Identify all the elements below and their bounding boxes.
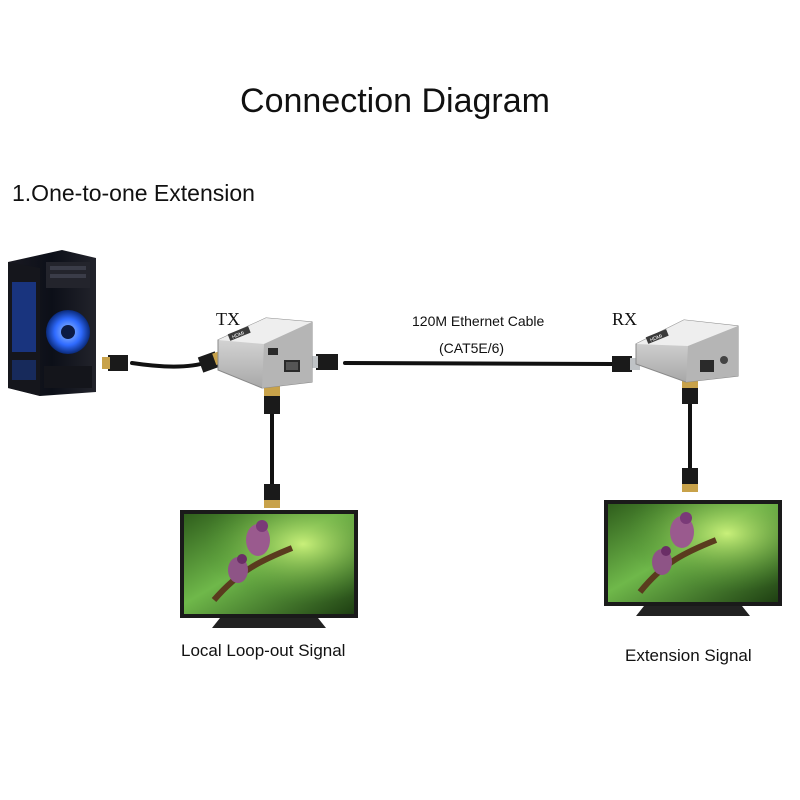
rx-label: RX (612, 309, 638, 329)
tx-extender: HDMI (217, 317, 313, 389)
rx-extender: HDMI (635, 319, 739, 383)
hdmi-cable-pc-to-tx (130, 360, 210, 369)
cable-label: 120M Ethernet Cable (412, 313, 545, 329)
pc-tower (8, 250, 96, 396)
extension-signal-caption: Extension Signal (625, 646, 752, 665)
rx-hdmi-badge: HDMI (649, 333, 663, 343)
tx-label: TX (216, 309, 240, 329)
local-display (180, 510, 358, 628)
tx-hdmi-badge: HDMI (231, 330, 245, 340)
cable-spec-label: (CAT5E/6) (439, 340, 505, 356)
page-title: Connection Diagram (240, 82, 550, 120)
section-subtitle: 1.One-to-one Extension (12, 180, 255, 206)
extension-display (604, 500, 782, 616)
connectors (102, 350, 698, 508)
local-loop-out-caption: Local Loop-out Signal (181, 641, 346, 660)
ethernet-cable (343, 361, 614, 366)
cables (130, 360, 692, 486)
